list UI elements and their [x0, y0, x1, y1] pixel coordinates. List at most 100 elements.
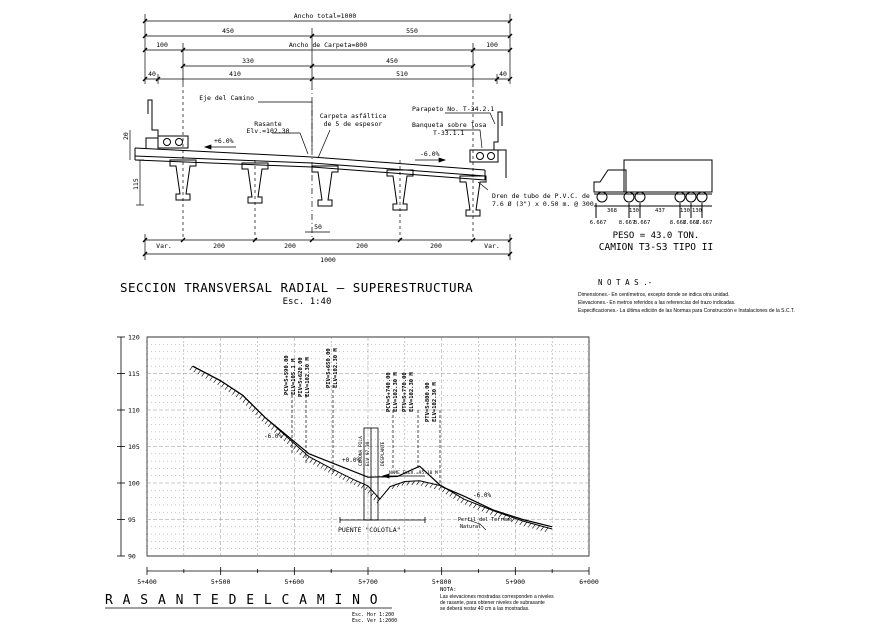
x-tick-label: 5+800	[432, 578, 452, 586]
pi-label-1a: PCV=5+590.00	[284, 355, 290, 395]
y-tick-label: 115	[128, 370, 140, 378]
profile-y-ticks	[117, 336, 125, 557]
label-carpeta-1: Carpeta asfáltica	[320, 112, 387, 120]
pi-label-5a: PTV=5+770.00	[402, 372, 408, 412]
terrain-hatch-mark	[320, 464, 325, 469]
terrain-hatch-mark	[193, 368, 197, 373]
label-banqueta-1: Banqueta sobre losa	[412, 121, 486, 129]
axle-load-1: 6.667	[590, 220, 607, 226]
dim-510: 510	[396, 70, 408, 78]
y-tick-label: 105	[128, 443, 140, 451]
label-banqueta-2: T-33.1.1	[433, 129, 464, 137]
terrain-hatch-mark	[401, 481, 406, 486]
label-dren-1: Dren de tubo de P.V.C. de	[492, 192, 590, 200]
terrain-hatch-mark	[205, 374, 209, 379]
terrain-hatch-mark	[453, 494, 457, 499]
axle-load-2: 8.667	[619, 220, 636, 226]
terrain-hatch-mark	[342, 475, 347, 480]
nota-line-1: Las elevaciones mostradas corresponden a…	[440, 594, 554, 600]
terrain-hatch-mark	[261, 417, 266, 422]
terrain-hatch-mark	[201, 372, 205, 377]
terrain-hatch-mark	[331, 470, 336, 475]
nota-line-2: de rasante, para obtener niveles de subr…	[440, 600, 545, 606]
terrain-hatch-mark	[217, 380, 221, 385]
terrain-hatch-mark	[242, 398, 247, 403]
x-tick-label: 5+500	[211, 578, 231, 586]
terrain-hatch-mark	[445, 490, 450, 495]
note-line-3: Especificaciones.- La última edición de …	[578, 308, 795, 314]
y-tick-label: 100	[128, 480, 140, 488]
terrain-hatch-mark	[391, 484, 396, 490]
axle-load-5: 8.667	[683, 220, 700, 226]
x-tick-label: 5+400	[137, 578, 157, 586]
terrain-hatch-mark	[477, 505, 481, 510]
bridge-label-1: CORONA PILA	[358, 436, 364, 466]
label-elev: Elv.=102.30	[246, 127, 289, 135]
note-line-2: Elevaciones.- En metros referidos a las …	[578, 300, 736, 306]
terrain-hatch-mark	[481, 507, 486, 512]
truck-drawing	[593, 159, 713, 218]
terrain-hatch-mark	[456, 496, 461, 502]
label-carpeta-2: de 5 de espesor	[324, 120, 383, 128]
terrain-hatch-mark	[313, 460, 317, 465]
terrain-hatch-mark	[357, 482, 361, 487]
label-dim-50: 50	[314, 223, 322, 231]
terrain-hatch-mark	[286, 439, 291, 445]
terrain-hatch-mark	[532, 524, 536, 529]
section-title: SECCION TRANSVERSAL RADIAL — SUPERESTRUC…	[120, 280, 473, 295]
terrain-hatch-mark	[515, 519, 519, 524]
label-parapeto: Parapeto No. T-34.2.1	[412, 105, 494, 113]
terrain-hatch-mark	[305, 456, 310, 461]
terrain-hatch-mark	[197, 370, 201, 375]
pi-label-4b: ELV=102.30 M	[393, 372, 399, 412]
terrain-hatch-mark	[434, 484, 438, 490]
bridge-profile	[339, 427, 426, 523]
terrain-hatch-mark	[255, 410, 259, 416]
terrain-hatch-mark	[460, 498, 465, 504]
terrain-hatch-mark	[324, 466, 328, 471]
pi-label-1b: ELV=105.1 M	[291, 358, 297, 395]
axle-dim-1: 368	[607, 208, 617, 214]
profile-scale-h: Esc. Hor 1:200	[352, 612, 394, 618]
dim-40-right: 40	[499, 70, 507, 78]
y-tick-label: 120	[128, 334, 140, 342]
terrain-hatch-mark	[346, 477, 350, 482]
terrain-hatch-mark	[506, 516, 511, 521]
terrain-hatch-mark	[338, 473, 343, 479]
terrain-hatch-mark	[209, 376, 213, 381]
base-label: NAME ELEV.=95.10 M	[389, 470, 438, 476]
x-tick-label: 5+700	[358, 578, 378, 586]
pi-label-6b: ELV=102.30 M	[432, 382, 438, 422]
axle-dim-4: 130	[680, 208, 690, 214]
terrain-hatch-mark	[290, 442, 294, 447]
axle-load-3: 8.667	[634, 220, 651, 226]
terrain-hatch-mark	[502, 514, 507, 520]
pi-label-6a: PTV=5+800.00	[425, 382, 431, 422]
terrain-hatch-mark	[519, 520, 523, 526]
label-dren-2: 7.6 Ø (3") x 0.50 m. @ 300	[492, 200, 594, 208]
dim-100-left: 100	[156, 41, 168, 49]
label-eje: Eje del Camino	[199, 94, 254, 102]
terrain-hatch-mark	[327, 468, 332, 473]
terrain-hatch-mark	[494, 512, 498, 517]
terrain-hatch-mark	[511, 517, 515, 523]
dim-450: 450	[222, 27, 234, 35]
terrain-hatch-mark	[396, 483, 401, 488]
terrain-hatch-mark	[221, 383, 225, 388]
terrain-hatch-mark	[267, 422, 272, 428]
terrain-hatch-mark	[406, 481, 410, 486]
label-rasante: Rasante	[254, 120, 281, 128]
terrain-hatch-mark	[245, 401, 250, 406]
dim-450b: 450	[386, 57, 398, 65]
dim-1000: 1000	[320, 256, 336, 264]
terrain-hatch-mark	[544, 527, 549, 533]
nota-line-3: se deberá restar 40 cm a las mostradas.	[440, 606, 530, 612]
tick-marks	[142, 18, 513, 82]
dim-var-left: Var.	[156, 242, 172, 250]
terrain-hatch-mark	[489, 510, 494, 515]
terrain-hatch-mark	[523, 521, 528, 527]
dim-330: 330	[242, 57, 254, 65]
terrain-hatch-mark	[429, 483, 434, 489]
label-dim-115: 115	[132, 178, 140, 190]
